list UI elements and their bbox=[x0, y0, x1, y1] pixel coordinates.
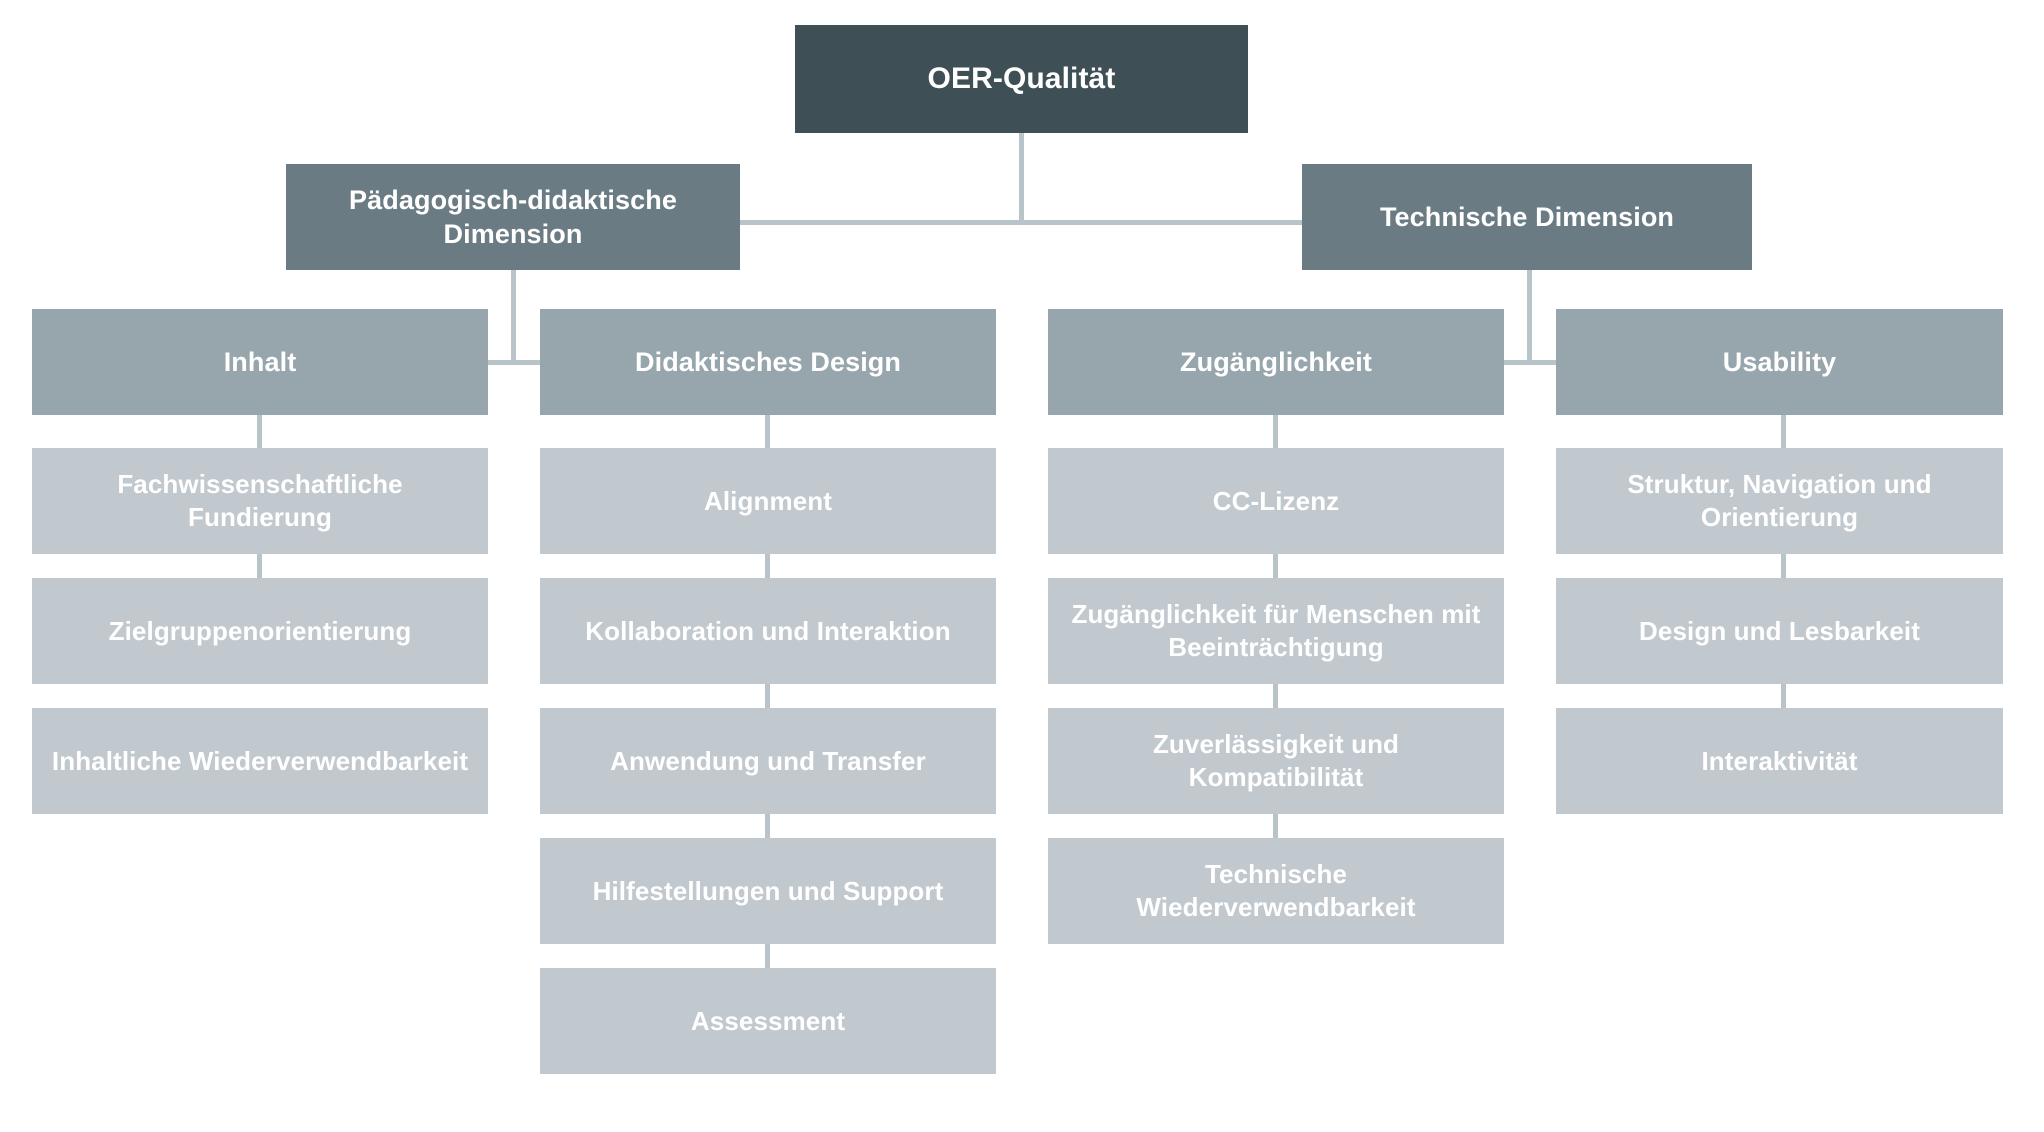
node-label: Interaktivität bbox=[1701, 745, 1858, 776]
node-label: Technische Wiederverwendbarkeit bbox=[1136, 859, 1416, 922]
node-label: Zielgruppenorientierung bbox=[108, 615, 412, 646]
node-item-zuverlaessigkeit-und-kompatibilitaet[interactable]: Zuverlässigkeit und Kompatibilität bbox=[1048, 708, 1504, 814]
node-category-usability[interactable]: Usability bbox=[1556, 309, 2003, 415]
node-category-inhalt[interactable]: Inhalt bbox=[32, 309, 488, 415]
node-item-interaktivitaet[interactable]: Interaktivität bbox=[1556, 708, 2003, 814]
node-item-cc-lizenz[interactable]: CC-Lizenz bbox=[1048, 448, 1504, 554]
node-label: Design und Lesbarkeit bbox=[1639, 615, 1920, 646]
node-label: Kollaboration und Interaktion bbox=[585, 615, 951, 646]
node-label: Alignment bbox=[703, 485, 832, 516]
connector-dim1-branch bbox=[488, 360, 540, 365]
node-root-oer-qualitaet[interactable]: OER-Qualität bbox=[795, 25, 1248, 133]
node-label: Anwendung und Transfer bbox=[610, 745, 926, 776]
connector-dim2-down bbox=[1527, 270, 1532, 363]
node-item-zugaenglichkeit-fuer-menschen-mit-beeintraechtigung[interactable]: Zugänglichkeit für Menschen mit Beeinträ… bbox=[1048, 578, 1504, 684]
node-label: CC-Lizenz bbox=[1212, 485, 1340, 516]
node-item-assessment[interactable]: Assessment bbox=[540, 968, 996, 1074]
node-dimension-technisch[interactable]: Technische Dimension bbox=[1302, 164, 1752, 270]
connector-dim1-down bbox=[511, 270, 516, 363]
node-label: Technische Dimension bbox=[1379, 201, 1675, 232]
node-category-zugaenglichkeit[interactable]: Zugänglichkeit bbox=[1048, 309, 1504, 415]
node-label: Didaktisches Design bbox=[635, 346, 901, 377]
node-item-zielgruppenorientierung[interactable]: Zielgruppenorientierung bbox=[32, 578, 488, 684]
node-dimension-paedagogisch-didaktisch[interactable]: Pädagogisch-didaktische Dimension bbox=[286, 164, 740, 270]
node-item-technische-wiederverwendbarkeit[interactable]: Technische Wiederverwendbarkeit bbox=[1048, 838, 1504, 944]
node-label: Struktur, Navigation und Orientierung bbox=[1627, 469, 1932, 532]
node-label: Zugänglichkeit für Menschen mit Beeinträ… bbox=[1071, 599, 1481, 662]
node-label: Pädagogisch-didaktische Dimension bbox=[349, 184, 677, 249]
node-item-fachwissenschaftliche-fundierung[interactable]: Fachwissenschaftliche Fundierung bbox=[32, 448, 488, 554]
node-category-didaktisches-design[interactable]: Didaktisches Design bbox=[540, 309, 996, 415]
connector-dimensions-spine bbox=[740, 220, 1302, 225]
node-label: Assessment bbox=[690, 1005, 846, 1036]
node-label: Inhalt bbox=[223, 346, 297, 377]
node-item-kollaboration-und-interaktion[interactable]: Kollaboration und Interaktion bbox=[540, 578, 996, 684]
node-label: Hilfestellungen und Support bbox=[592, 875, 944, 906]
connector-root-down bbox=[1019, 133, 1024, 223]
connector-col4-stem bbox=[1781, 415, 1786, 710]
node-label: Fachwissenschaftliche Fundierung bbox=[117, 469, 403, 532]
node-label: OER-Qualität bbox=[927, 62, 1116, 96]
node-label: Inhaltliche Wiederverwendbarkeit bbox=[51, 745, 469, 776]
node-item-inhaltliche-wiederverwendbarkeit[interactable]: Inhaltliche Wiederverwendbarkeit bbox=[32, 708, 488, 814]
node-item-hilfestellungen-und-support[interactable]: Hilfestellungen und Support bbox=[540, 838, 996, 944]
node-label: Zugänglichkeit bbox=[1180, 346, 1372, 377]
connector-dim2-branch bbox=[1504, 360, 1556, 365]
connector-col2-stem bbox=[765, 415, 770, 970]
node-item-design-und-lesbarkeit[interactable]: Design und Lesbarkeit bbox=[1556, 578, 2003, 684]
node-item-anwendung-und-transfer[interactable]: Anwendung und Transfer bbox=[540, 708, 996, 814]
node-item-struktur-navigation-und-orientierung[interactable]: Struktur, Navigation und Orientierung bbox=[1556, 448, 2003, 554]
node-item-alignment[interactable]: Alignment bbox=[540, 448, 996, 554]
node-label: Usability bbox=[1722, 346, 1837, 377]
node-label: Zuverlässigkeit und Kompatibilität bbox=[1152, 729, 1400, 792]
